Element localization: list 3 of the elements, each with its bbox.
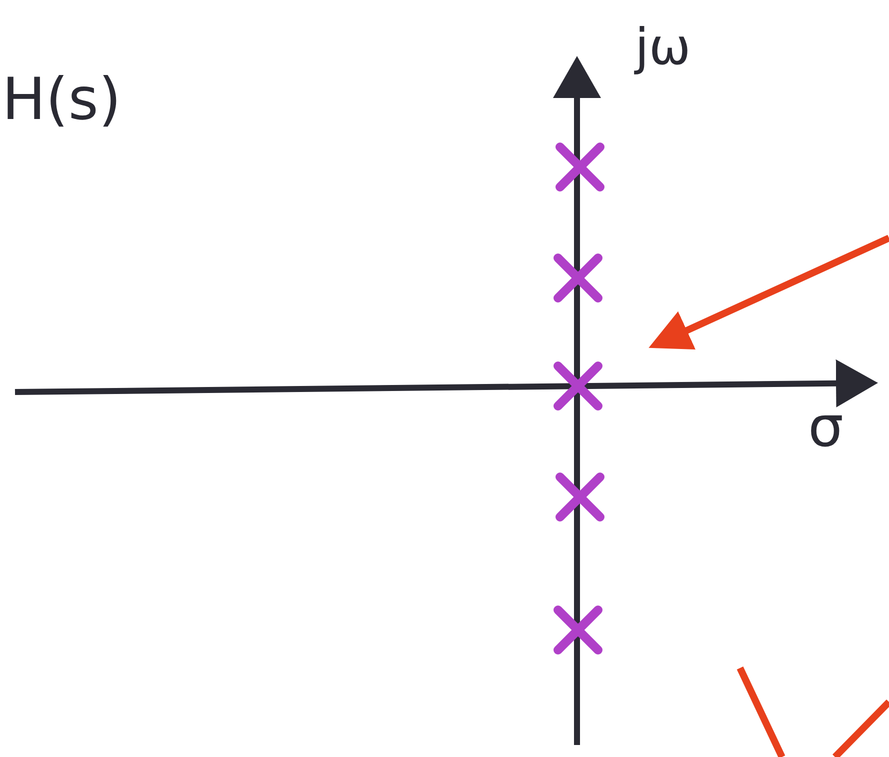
axis-label: σ bbox=[808, 400, 844, 456]
axis-label: jω bbox=[635, 22, 691, 72]
function-label: H(s) bbox=[2, 70, 122, 128]
